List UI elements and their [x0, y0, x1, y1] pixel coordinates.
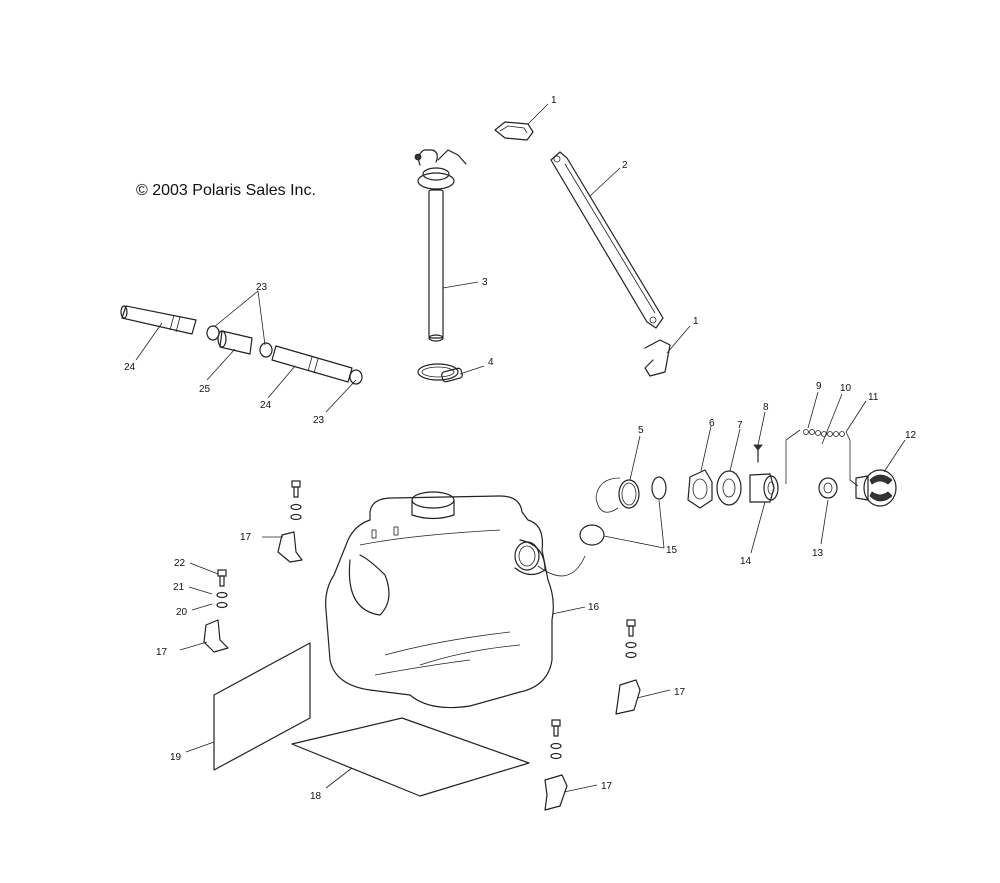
part-pad-bottom — [291, 717, 530, 797]
callout-24-right: 24 — [260, 400, 272, 411]
callout-17-upper: 17 — [240, 532, 252, 543]
callout-17-left: 17 — [156, 647, 168, 658]
callout-18: 18 — [310, 791, 322, 802]
part-bolt-set-left — [216, 569, 228, 609]
callout-4: 4 — [488, 357, 494, 368]
part-hose-assembly — [120, 305, 363, 385]
part-bolt-set-right — [625, 619, 637, 659]
callout-22: 22 — [174, 558, 186, 569]
callout-8: 8 — [763, 402, 769, 413]
part-filler-seals — [579, 469, 779, 546]
part-tank-outlet — [514, 541, 586, 577]
callout-21: 21 — [173, 582, 185, 593]
callout-23-top: 23 — [256, 282, 268, 293]
callout-17-bottom: 17 — [601, 781, 613, 792]
callout-1-top: 1 — [551, 95, 557, 106]
part-pad-side — [213, 642, 311, 771]
part-fuel-cap — [855, 469, 897, 507]
callout-6: 6 — [709, 418, 715, 429]
callout-14: 14 — [740, 556, 752, 567]
part-bracket-left — [203, 619, 229, 653]
part-hose-clamp — [417, 363, 463, 383]
part-fuel-pickup — [414, 149, 467, 342]
callout-17-right: 17 — [674, 687, 686, 698]
part-strap — [550, 151, 664, 329]
callout-9: 9 — [816, 381, 822, 392]
part-bracket-bottom — [544, 774, 568, 811]
callout-5: 5 — [638, 425, 644, 436]
callout-19: 19 — [170, 752, 182, 763]
callout-25: 25 — [199, 384, 211, 395]
callout-23-lower: 23 — [313, 415, 325, 426]
part-clip-lower — [644, 339, 671, 377]
part-tether — [785, 429, 859, 487]
part-fuel-tank — [325, 491, 554, 709]
part-screw — [753, 444, 763, 463]
part-bracket-upper — [277, 531, 303, 563]
part-gasket — [818, 477, 838, 499]
callout-20: 20 — [176, 607, 188, 618]
callout-15: 15 — [666, 545, 678, 556]
callout-12: 12 — [905, 430, 917, 441]
copyright-notice: © 2003 Polaris Sales Inc. — [136, 182, 316, 199]
part-bracket-right — [615, 679, 641, 715]
part-bolt-set-upper — [290, 480, 302, 521]
part-bolt-set-bottom — [550, 719, 562, 760]
part-clip-top — [494, 121, 534, 141]
callout-1-lower: 1 — [693, 316, 699, 327]
callout-2: 2 — [622, 160, 628, 171]
callout-7: 7 — [737, 420, 743, 431]
callout-10: 10 — [840, 383, 852, 394]
callout-16: 16 — [588, 602, 600, 613]
callout-11: 11 — [868, 392, 879, 403]
callout-24-left: 24 — [124, 362, 136, 373]
leader-lines — [135, 103, 906, 793]
callout-labels: 1 1 2 3 4 5 6 7 8 9 10 11 12 13 14 15 16… — [124, 95, 917, 802]
callout-3: 3 — [482, 277, 488, 288]
callout-13: 13 — [812, 548, 824, 559]
